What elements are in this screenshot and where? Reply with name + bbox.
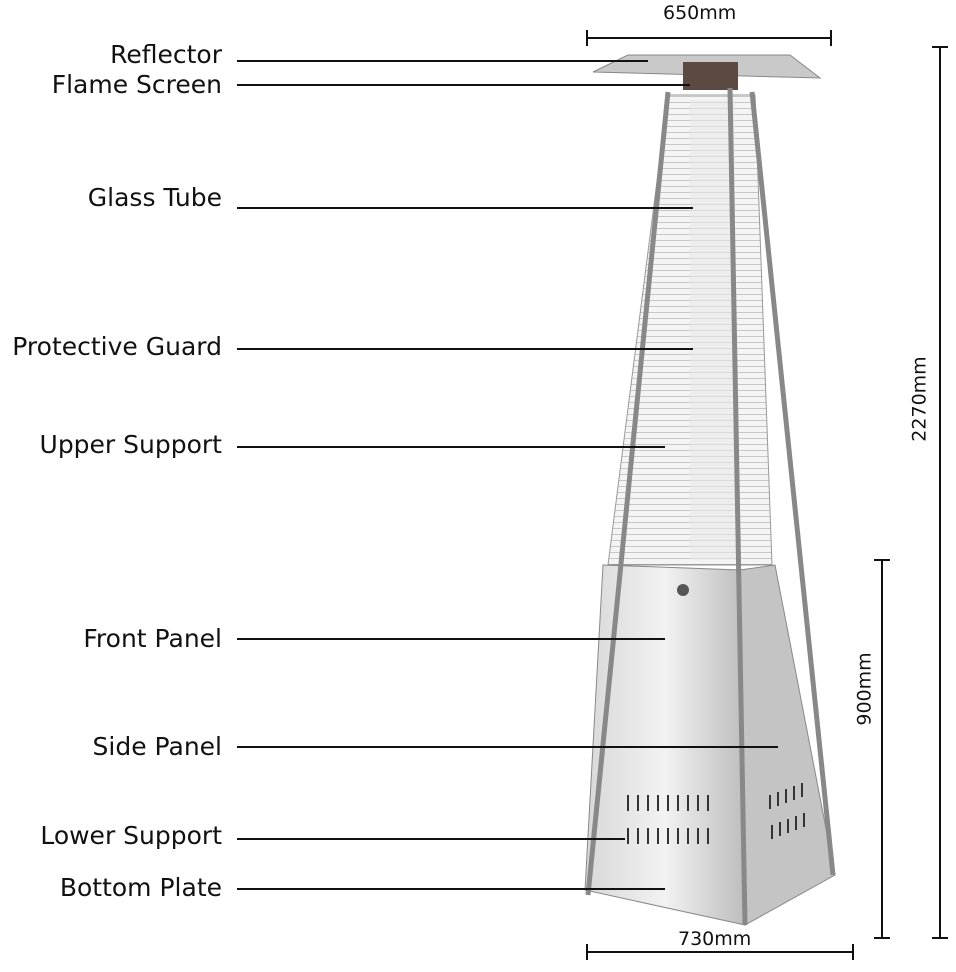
dimension-base-width: 730mm	[678, 928, 752, 950]
leader-front-panel	[237, 638, 665, 640]
leader-lower-support	[237, 838, 625, 840]
label-glass-tube: Glass Tube	[87, 183, 222, 212]
label-reflector: Reflector	[110, 40, 222, 69]
label-side-panel: Side Panel	[92, 732, 222, 761]
dimension-lines	[586, 30, 948, 960]
leader-reflector	[237, 60, 648, 62]
label-protective-guard: Protective Guard	[12, 332, 222, 361]
leader-protective-guard	[237, 348, 693, 350]
label-lower-support: Lower Support	[40, 821, 222, 850]
dimension-top-width: 650mm	[663, 2, 737, 24]
label-flame-screen: Flame Screen	[51, 70, 222, 99]
leader-glass-tube	[237, 207, 693, 209]
dimension-total-height: 2270mm	[908, 356, 931, 442]
leader-flame-screen	[237, 84, 690, 86]
leader-bottom-plate	[237, 888, 665, 890]
label-bottom-plate: Bottom Plate	[59, 873, 222, 902]
protective-guard-shape	[607, 94, 773, 566]
label-upper-support: Upper Support	[39, 430, 222, 459]
flame-screen-shape	[683, 62, 738, 90]
leader-upper-support	[237, 446, 665, 448]
label-front-panel: Front Panel	[83, 624, 222, 653]
base-shape	[584, 564, 836, 926]
glass-tube-shape	[690, 100, 735, 560]
dimension-base-height: 900mm	[853, 652, 876, 726]
legs	[585, 87, 836, 926]
leader-side-panel	[237, 746, 778, 748]
